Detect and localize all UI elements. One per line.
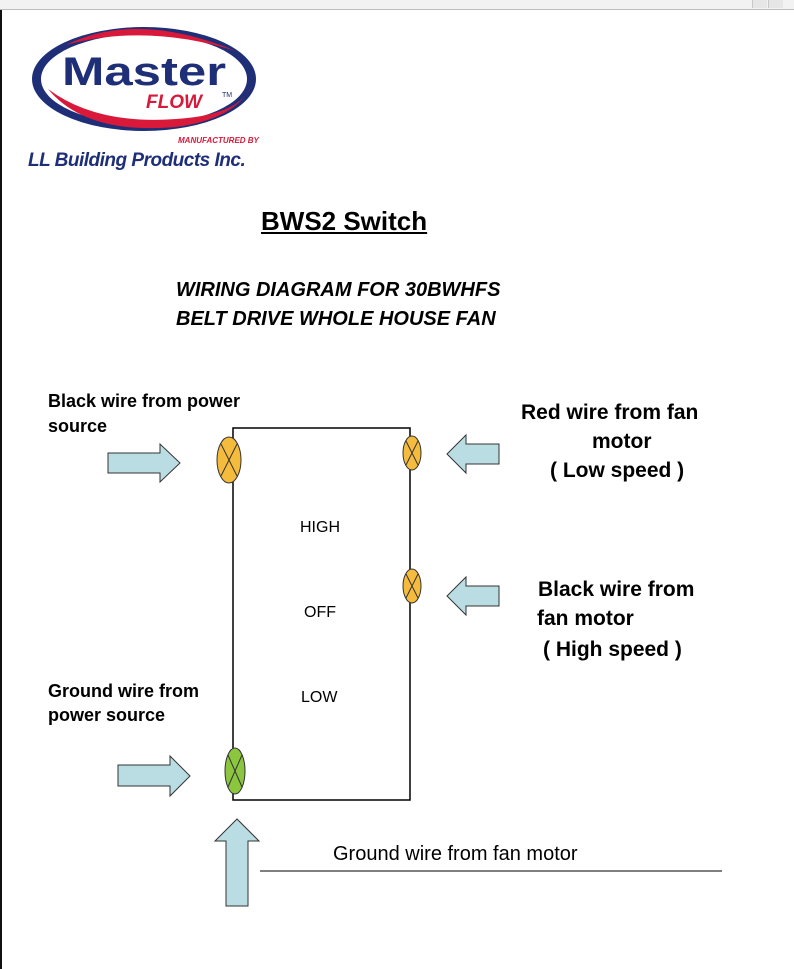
position-high: HIGH bbox=[300, 519, 340, 536]
manufactured-by-text: MANUFACTURED BY bbox=[178, 136, 259, 145]
label-ground-motor: Ground wire from fan motor bbox=[333, 843, 578, 865]
logo-red-swoosh-top bbox=[66, 28, 236, 51]
company-name: LL Building Products Inc. bbox=[28, 150, 246, 171]
label-red-motor-line1: Red wire from fan bbox=[521, 401, 699, 424]
arrow-ground-power bbox=[117, 754, 191, 798]
label-black-power-line1: Black wire from power bbox=[48, 391, 241, 411]
subtitle-line-2: BELT DRIVE WHOLE HOUSE FAN bbox=[176, 308, 496, 330]
arrow-black-power bbox=[107, 442, 181, 484]
terminal-ground bbox=[224, 747, 246, 795]
logo-flow-text: FLOW bbox=[146, 92, 204, 113]
arrow-ground-motor bbox=[213, 818, 261, 907]
logo-tm-text: TM bbox=[222, 92, 232, 99]
scroll-left-button[interactable] bbox=[752, 0, 767, 8]
arrow-red-motor bbox=[446, 433, 500, 475]
scroll-right-button[interactable] bbox=[768, 0, 783, 8]
page-left-border bbox=[0, 10, 2, 969]
browser-scroll-strip bbox=[0, 0, 794, 10]
terminal-black-power bbox=[216, 436, 242, 484]
label-black-motor-line2: fan motor bbox=[537, 607, 634, 630]
arrow-black-motor bbox=[446, 575, 500, 617]
subtitle-line-1: WIRING DIAGRAM FOR 30BWHFS bbox=[176, 279, 501, 301]
logo-red-swoosh bbox=[48, 85, 252, 129]
label-red-motor-line3: ( Low speed ) bbox=[550, 459, 685, 482]
switch-body bbox=[232, 427, 411, 801]
position-low: LOW bbox=[301, 689, 338, 706]
terminal-red-motor bbox=[402, 435, 422, 471]
label-black-motor-line3: ( High speed ) bbox=[543, 638, 682, 661]
position-off: OFF bbox=[304, 604, 336, 621]
logo-master-text: Master bbox=[62, 50, 226, 94]
master-flow-logo: Master FLOW TM bbox=[32, 27, 256, 131]
label-ground-power-line2: power source bbox=[48, 705, 166, 725]
label-black-motor-line1: Black wire from bbox=[538, 578, 695, 601]
page-title: BWS2 Switch bbox=[261, 206, 428, 236]
label-black-power-line2: source bbox=[48, 416, 108, 436]
terminal-black-motor bbox=[402, 568, 422, 604]
label-ground-power-line1: Ground wire from bbox=[48, 681, 200, 701]
label-red-motor-line2: motor bbox=[592, 430, 652, 453]
